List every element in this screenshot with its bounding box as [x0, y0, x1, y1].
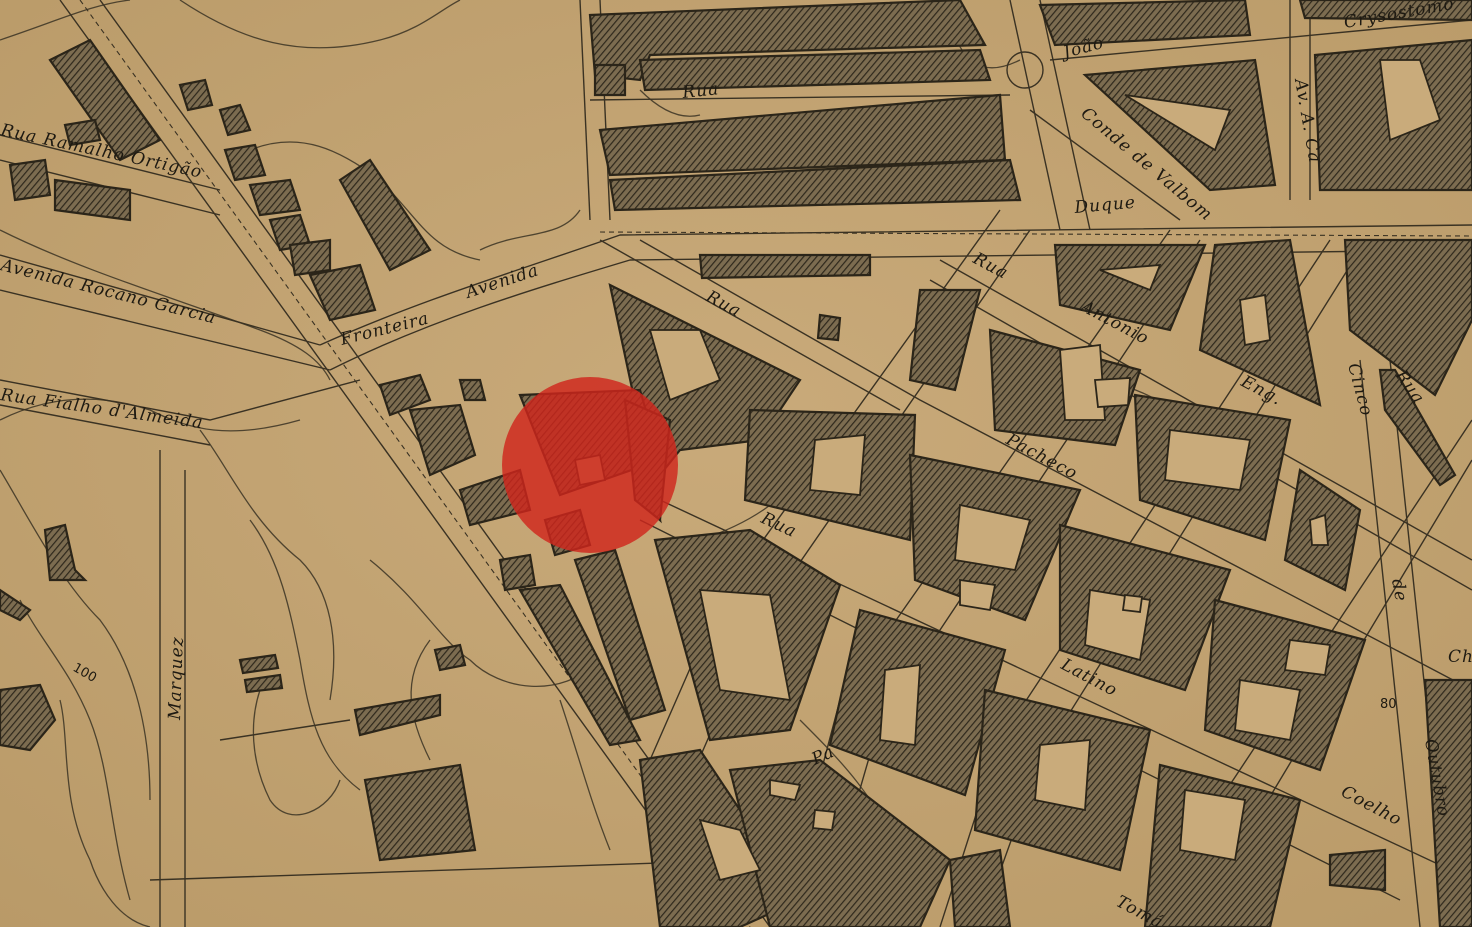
courtyards: [573, 59, 1442, 882]
label-marquez: Marquez: [165, 636, 188, 721]
label-elev-80: 80: [1380, 697, 1397, 712]
label-de: de: [1387, 577, 1411, 603]
label-rua-top: Rua: [680, 79, 720, 103]
label-ch: Ch: [1448, 647, 1472, 667]
location-marker[interactable]: [502, 377, 678, 553]
